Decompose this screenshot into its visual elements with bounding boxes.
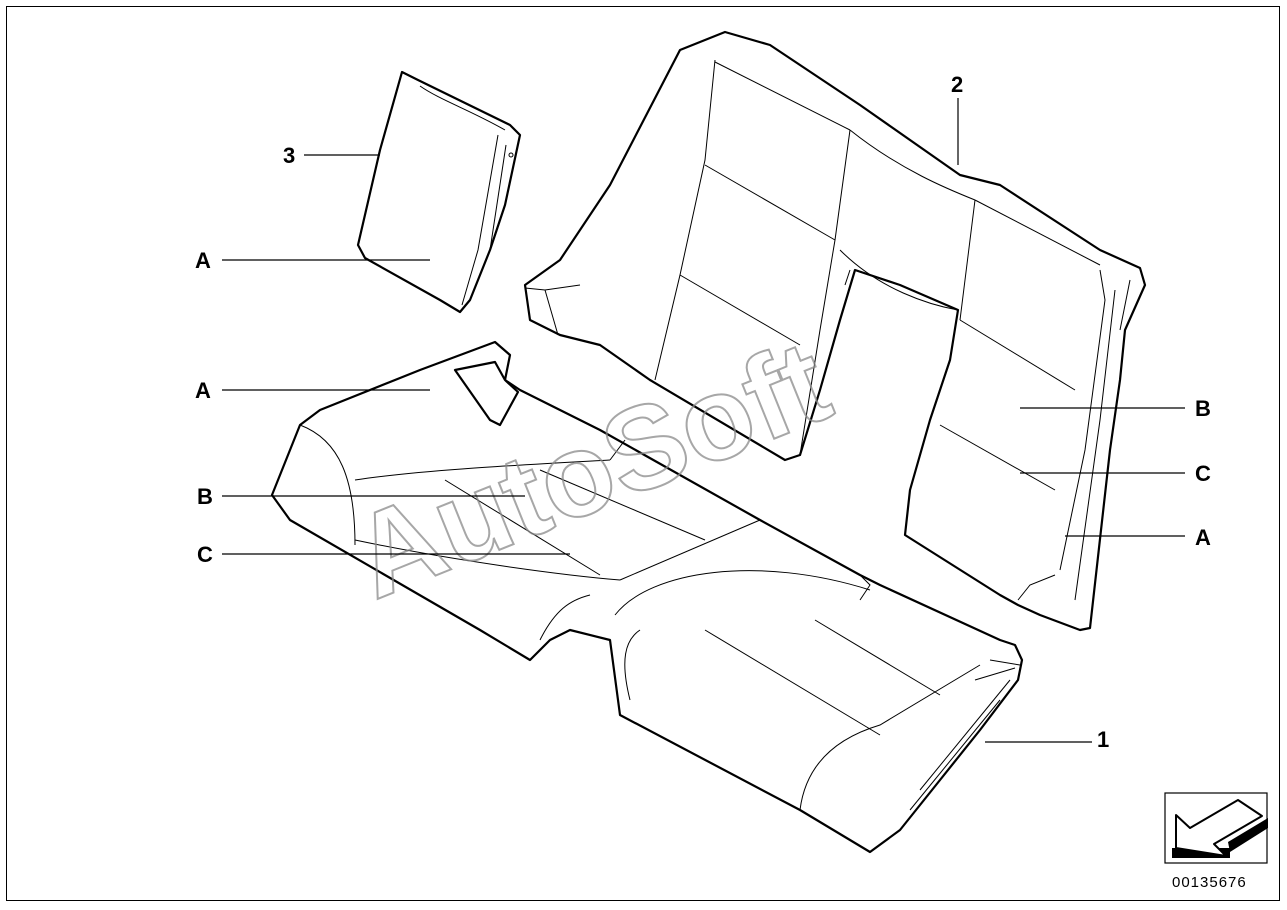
callout-part-3: 3	[283, 143, 295, 168]
part-1-cushion	[270, 340, 1024, 854]
callout-backrest-a: A	[1195, 525, 1211, 550]
callout-cushion-c: C	[197, 542, 213, 567]
part-2-backrest	[523, 30, 1147, 632]
callout-part-2: 2	[951, 72, 963, 97]
callout-part-1: 1	[1097, 727, 1109, 752]
callout-backrest-b: B	[1195, 396, 1211, 421]
arrow-down-left-icon[interactable]	[1164, 792, 1268, 864]
callout-backrest-c: C	[1195, 461, 1211, 486]
callout-cushion-a: A	[195, 378, 211, 403]
leader-lines	[222, 98, 1185, 743]
part-3-armrest	[356, 70, 522, 314]
callout-cushion-b: B	[197, 484, 213, 509]
reference-number: 00135676	[1172, 874, 1247, 891]
diagram-frame	[6, 6, 1280, 901]
callout-armrest-a: A	[195, 248, 211, 273]
